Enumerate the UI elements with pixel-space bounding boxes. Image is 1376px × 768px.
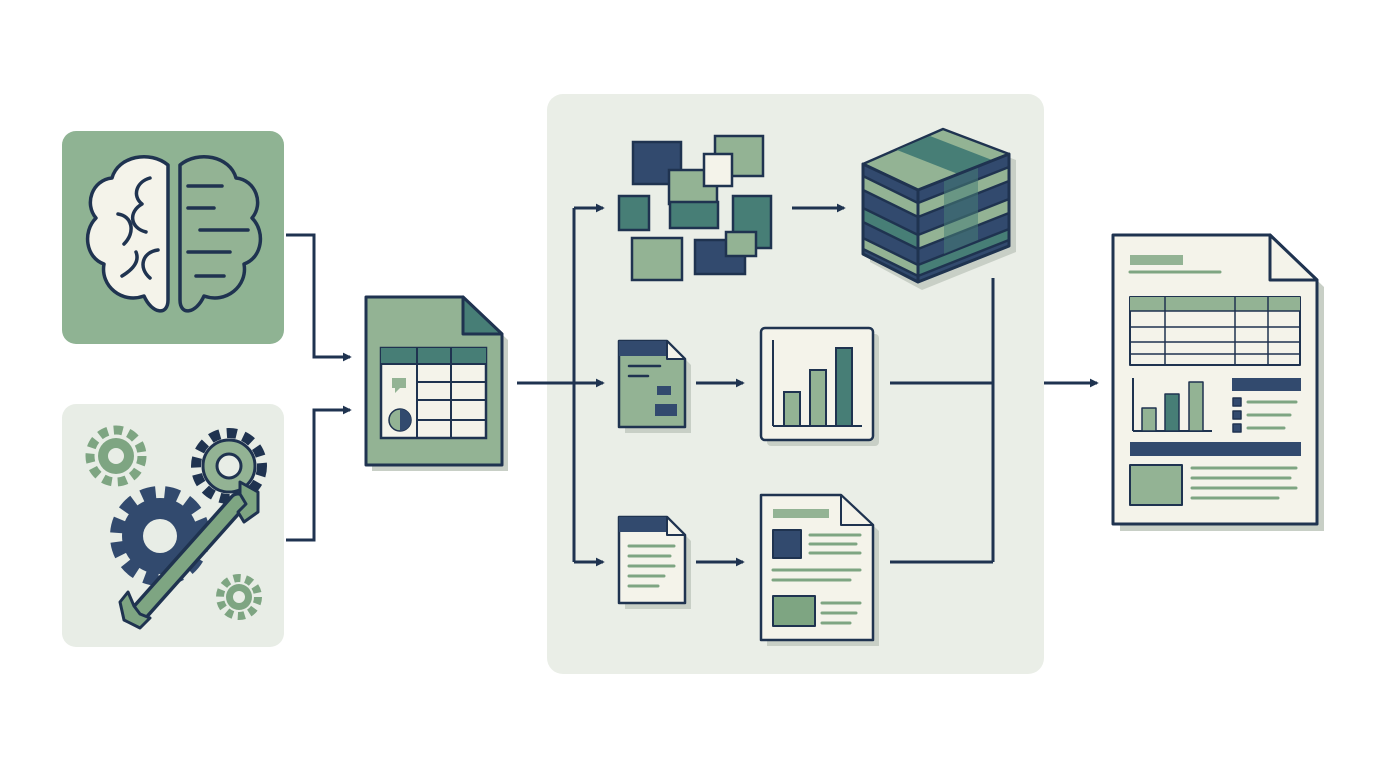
brain-icon [62, 131, 284, 344]
spreadsheet-document-icon [364, 295, 508, 471]
connectors-merge [890, 278, 1099, 564]
gears-wrench-icon [62, 404, 284, 647]
bar-chart-icon [759, 326, 879, 446]
small-gear-icon [85, 425, 147, 487]
connectors-inputs [286, 233, 352, 542]
form-document-icon [617, 339, 691, 433]
article-document-icon [759, 493, 879, 646]
report-document-icon [1111, 233, 1324, 531]
connectors-branch [517, 203, 605, 567]
tiny-gear-icon [216, 574, 262, 620]
text-document-icon [617, 515, 691, 609]
scattered-data-blocks-icon [617, 134, 773, 282]
stacked-data-cube-icon [861, 127, 1016, 290]
wrench-icon [118, 480, 260, 630]
